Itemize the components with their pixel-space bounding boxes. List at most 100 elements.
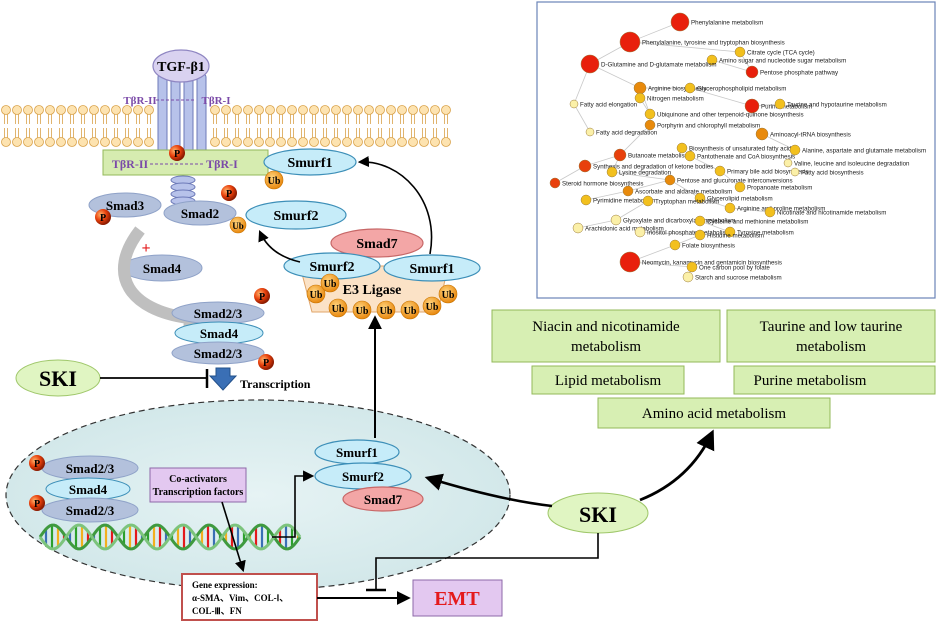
network-node-label: Amino sugar and nucleotide sugar metabol… (719, 58, 846, 65)
dna-to-smurf-arrow (272, 470, 315, 538)
receptor-phospho: P (169, 145, 185, 161)
network-node: Cysteine and methionine metabolism (694, 215, 808, 227)
svg-text:P: P (34, 459, 40, 470)
network-node-label: Ascorbate and aldarate metabolism (635, 189, 732, 196)
metabolism-box-niacin: Niacin and nicotinamide metabolism (491, 309, 721, 363)
ub-smurf1-membrane: Ub (264, 170, 284, 190)
nuclear-smad-complex: Smad2/3 Smad4 Smad2/3 (41, 455, 139, 523)
network-node-label: Phenylalanine, tyrosine and tryptophan b… (642, 40, 785, 47)
svg-text:P: P (226, 189, 232, 200)
network-node-label: Ubiquinone and other terpenoid-quinone b… (657, 112, 804, 119)
network-node-label: Starch and sucrose metabolism (695, 275, 782, 282)
receptor-top-left-label: TβR-II (123, 95, 156, 107)
network-node: Propanoate metabolism (734, 181, 812, 193)
network-node-label: Aminoacyl-tRNA biosynthesis (770, 132, 851, 139)
svg-text:Smurf2: Smurf2 (342, 469, 384, 484)
svg-text:Smad2: Smad2 (181, 206, 219, 221)
ub-bead: Ub (400, 300, 420, 320)
svg-text:EMT: EMT (434, 588, 480, 610)
svg-text:Ub: Ub (332, 304, 345, 315)
ub-bead: Ub (438, 284, 458, 304)
network-node-label: One carbon pool by folate (699, 265, 770, 272)
svg-text:Co-activators: Co-activators (169, 474, 227, 485)
svg-text:P: P (259, 292, 265, 303)
network-node-label: Butanoate metabolism (628, 153, 690, 160)
network-node-label: Alanine, aspartate and glutamate metabol… (802, 148, 926, 155)
network-node-label: Lysine degradation (619, 170, 672, 177)
metabolism-box-purine: Purine metabolism (733, 365, 936, 395)
ub-bead: Ub (422, 296, 442, 316)
complex-phospho-bottom: P (258, 354, 274, 370)
svg-text:Ub: Ub (268, 176, 281, 187)
svg-text:Lipid metabolism: Lipid metabolism (555, 373, 662, 389)
svg-text:Smurf2: Smurf2 (273, 209, 318, 224)
ub-bead: Ub (352, 300, 372, 320)
svg-text:Ub: Ub (442, 290, 455, 301)
ski-to-emt-line (375, 533, 599, 590)
svg-text:Transcription factors: Transcription factors (153, 487, 244, 498)
network-node-label: D-Glutamine and D-glutamate metabolism (601, 62, 717, 69)
smad2: Smad2 (163, 200, 237, 226)
network-node-label: Pentose and glucuronate interconversions (677, 178, 793, 185)
svg-text:SKI: SKI (39, 366, 77, 391)
network-node: Ubiquinone and other terpenoid-quinone b… (644, 108, 804, 120)
metabolism-box-amino: Amino acid metabolism (597, 397, 831, 429)
network-node: Aminoacyl-tRNA biosynthesis (755, 127, 851, 141)
network-node-label: Arginine and proline metabolism (737, 206, 825, 213)
network-node: Phenylalanine metabolism (670, 12, 763, 32)
svg-text:Amino acid metabolism: Amino acid metabolism (642, 406, 786, 422)
network-node: Arginine and proline metabolism (724, 202, 825, 214)
network-node: Amino sugar and nucleotide sugar metabol… (706, 54, 846, 66)
ub-bead: Ub (328, 298, 348, 318)
network-node: Pentose and glucuronate interconversions (664, 174, 793, 186)
network-node-label: Porphyrin and chlorophyll metabolism (657, 123, 760, 130)
network-node-label: Cysteine and methionine metabolism (707, 219, 808, 226)
transcription-arrow (208, 367, 238, 391)
network-node: Folate biosynthesis (669, 239, 735, 251)
coactivators-box: Co-activators Transcription factors (149, 467, 247, 503)
emt-box: EMT (412, 579, 503, 617)
network-node-label: Tryptophan metabolism (655, 199, 719, 206)
network-node: Phenylalanine, tyrosine and tryptophan b… (619, 31, 785, 53)
network-node: Biosynthesis of unsaturated fatty acids (676, 142, 795, 154)
svg-text:Niacin and nicotinamide: Niacin and nicotinamide (532, 319, 680, 335)
cell-membrane (1, 105, 451, 147)
complex-phospho-top: P (254, 288, 270, 304)
svg-text:Smurf1: Smurf1 (336, 445, 378, 460)
network-node: Pyrimidine metabolism (580, 194, 655, 206)
network-node: One carbon pool by folate (686, 261, 770, 273)
network-node-label: Nicotinate and nicotinamide metabolism (777, 210, 886, 217)
network-node-label: Pentose phosphate pathway (760, 70, 839, 77)
network-node: Primary bile acid biosynthesis (714, 165, 809, 177)
svg-text:Smad7: Smad7 (364, 492, 403, 507)
network-node-label: Fatty acid elongation (580, 102, 638, 109)
ub-smad2: Ub (229, 216, 247, 234)
ligase-smad7 (330, 228, 424, 258)
svg-text:Gene expression:: Gene expression: (192, 580, 258, 590)
ligase-to-smurf1-arrow (357, 155, 433, 255)
network-node: Tyrosine metabolism (724, 226, 794, 238)
svg-text:Ub: Ub (380, 306, 393, 317)
network-node: Arachidonic acid metabolism (572, 222, 664, 234)
svg-text:P: P (174, 149, 180, 160)
network-node-label: Purine metabolism (761, 104, 812, 111)
network-node-label: Inositol phosphate metabolism (647, 230, 731, 237)
network-node-label: Primary bile acid biosynthesis (727, 169, 809, 176)
network-node-label: Valine, leucine and isoleucine degradati… (794, 161, 910, 168)
ligase-smurf1 (383, 254, 481, 282)
network-node: Butanoate metabolism (613, 148, 690, 162)
network-node-label: Glycerolipid metabolism (707, 196, 773, 203)
network-node: Fatty acid degradation (585, 127, 658, 137)
network-node: Glyoxylate and dicarboxylate metabolism (610, 214, 735, 226)
network-node: Pentose phosphate pathway (745, 65, 839, 79)
network-node: Pantothenate and CoA biosynthesis (684, 150, 795, 162)
network-node: Starch and sucrose metabolism (682, 271, 782, 283)
network-node-label: Pyrimidine metabolism (593, 198, 655, 205)
svg-text:α-SMA、Vim、COL-Ⅰ、: α-SMA、Vim、COL-Ⅰ、 (192, 593, 288, 603)
network-node-label: Glyoxylate and dicarboxylate metabolism (623, 218, 735, 225)
network-node: Lysine degradation (606, 166, 672, 178)
network-node: Valine, leucine and isoleucine degradati… (783, 158, 910, 168)
